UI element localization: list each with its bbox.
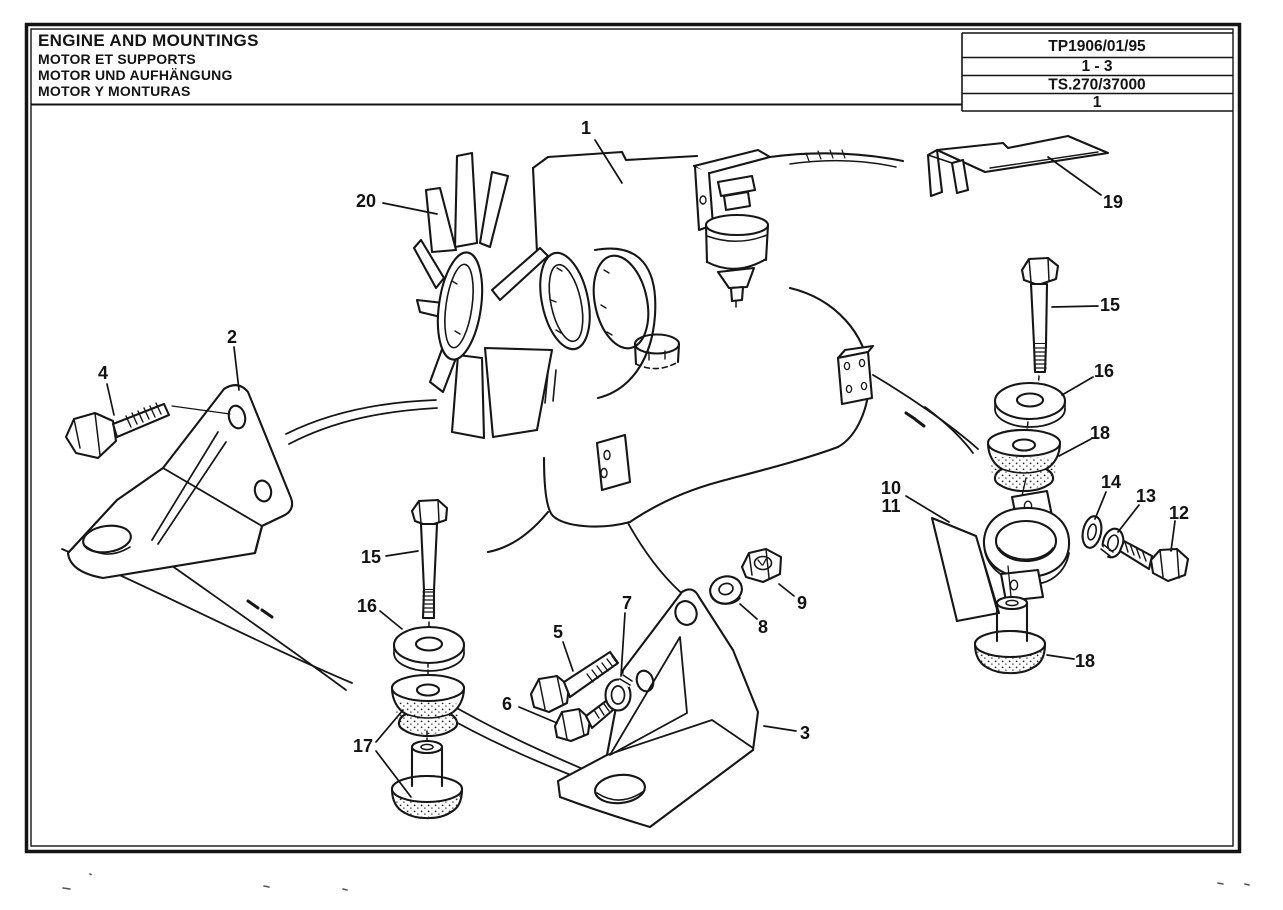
- scan-artifacts: [62, 873, 1250, 891]
- right-mount-stack: [930, 256, 1190, 675]
- callout-17: 17: [353, 736, 373, 756]
- ref-box: TP1906/01/95 1 - 3 TS.270/37000 1: [1048, 38, 1146, 111]
- callout-7: 7: [622, 593, 632, 613]
- bracket-hole: [253, 479, 273, 503]
- callout-15b: 15: [1100, 295, 1120, 315]
- callout-15a: 15: [361, 547, 381, 567]
- bolt-15-mid: [410, 498, 449, 639]
- rubber-mount-18-upper: [986, 428, 1062, 515]
- callout-12: 12: [1169, 503, 1189, 523]
- bolt-5: [529, 650, 620, 714]
- frame-inner-border: [30, 28, 1234, 847]
- page-title-fr: MOTOR ET SUPPORTS: [38, 51, 196, 67]
- callout-11: 11: [881, 496, 900, 516]
- callout-18a: 18: [1090, 423, 1110, 443]
- lock-washer-7: [604, 673, 634, 712]
- callout-16b: 16: [1094, 361, 1114, 381]
- oil-filler-cap: [633, 333, 681, 370]
- cooling-fan: [412, 151, 554, 440]
- front-left-mount-bracket: [66, 384, 294, 580]
- engine-mount-pad-right: [836, 344, 875, 406]
- title-block: ENGINE AND MOUNTINGS MOTOR ET SUPPORTS M…: [38, 31, 259, 99]
- bracket-base-hole: [594, 773, 646, 805]
- frame-outer-border: [24, 22, 1242, 854]
- callout-6: 6: [502, 694, 512, 714]
- page-title-en: ENGINE AND MOUNTINGS: [38, 31, 259, 50]
- bracket-ring-hole: [994, 519, 1058, 563]
- bolt-15-right: [1020, 256, 1060, 393]
- flat-washer-14: [1081, 515, 1103, 549]
- fuel-filter: [692, 148, 772, 308]
- callout-1: 1: [581, 118, 591, 138]
- bracket-hole: [635, 669, 655, 693]
- callout-labels: 1 20 19 2 4 15 16 17 5 6 7 8 9 3 15 16 1…: [98, 118, 1189, 756]
- callout-16a: 16: [357, 596, 377, 616]
- bolt-6: [553, 699, 615, 743]
- engine-assembly: [486, 148, 917, 554]
- washer-16-right: [993, 381, 1067, 439]
- callout-8: 8: [758, 617, 768, 637]
- engine-mount-pad-left: [595, 433, 632, 492]
- page-title-de: MOTOR UND AUFHÄNGUNG: [38, 67, 233, 83]
- callout-3: 3: [800, 723, 810, 743]
- callout-20: 20: [356, 191, 376, 211]
- engine-bottom-edge: [628, 445, 840, 524]
- ref-code: TP1906/01/95: [1048, 38, 1146, 55]
- callout-5: 5: [553, 622, 563, 642]
- callout-leaders: [106, 139, 1176, 798]
- callout-9: 9: [797, 593, 807, 613]
- ref-model: TS.270/37000: [1048, 77, 1145, 94]
- engine-body-fill: [533, 157, 917, 527]
- page-title-es: MOTOR Y MONTURAS: [38, 83, 191, 99]
- engine-top-edge-right: [768, 152, 905, 163]
- flat-washer-8: [709, 575, 743, 605]
- rubber-mount-17-upper: [390, 673, 466, 743]
- mid-mount-stack: [390, 498, 466, 820]
- bolt-12: [1118, 539, 1190, 583]
- washer-16-mid: [392, 625, 466, 684]
- callout-10: 10: [881, 478, 901, 498]
- lock-washer-13: [1096, 527, 1125, 560]
- ref-sheet: 1: [1093, 94, 1102, 111]
- rubber-mount-18-lower: [973, 595, 1047, 675]
- heat-shield: [926, 134, 1110, 198]
- nut-9: [740, 547, 783, 584]
- callout-14: 14: [1101, 472, 1121, 492]
- engine-mount-bracket-10-11: [930, 489, 1071, 623]
- callout-18b: 18: [1075, 651, 1095, 671]
- bolt-4: [64, 402, 231, 460]
- engine-left-edge: [531, 166, 539, 254]
- ref-pages: 1 - 3: [1081, 58, 1112, 75]
- page-frame: [24, 22, 1242, 854]
- callout-19: 19: [1103, 192, 1123, 212]
- engine-top-edge: [531, 150, 699, 170]
- callout-13: 13: [1136, 486, 1156, 506]
- bracket-hole: [227, 404, 247, 430]
- bracket-hole: [674, 600, 698, 626]
- bracket-base-hole: [82, 524, 132, 554]
- rubber-mount-17-lower: [390, 739, 464, 820]
- callout-4: 4: [98, 363, 108, 383]
- callout-2: 2: [227, 327, 237, 347]
- center-mount-bracket: [556, 588, 760, 829]
